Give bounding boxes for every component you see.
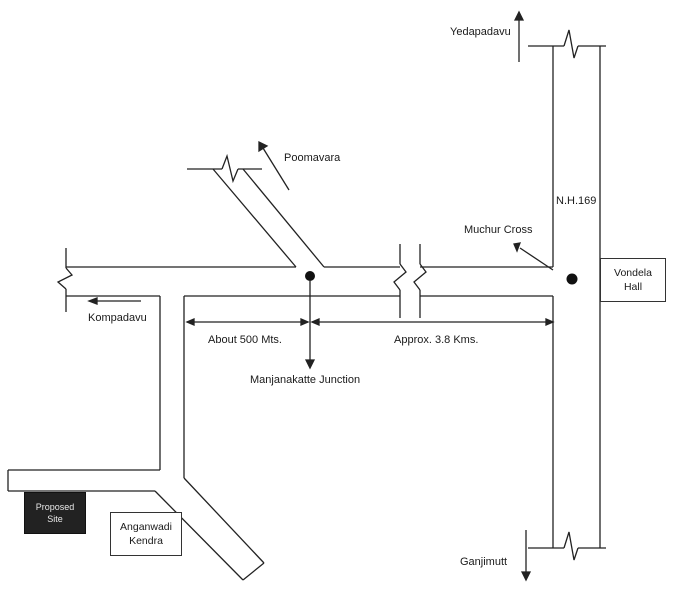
manjanakatte-dot: [305, 271, 315, 281]
anganwadi-line2: Kendra: [129, 535, 163, 547]
label-nh169: N.H.169: [556, 195, 597, 207]
anganwadi-kendra-box: Anganwadi Kendra: [110, 512, 182, 556]
vondela-hall-box: Vondela Hall: [600, 258, 666, 302]
label-about-500: About 500 Mts.: [208, 334, 282, 346]
main-road: [56, 244, 553, 318]
nh169-road: [528, 29, 606, 561]
label-kompadavu: Kompadavu: [88, 312, 147, 324]
muchur-cross-dot: [566, 273, 578, 285]
label-muchur-cross: Muchur Cross: [464, 224, 533, 236]
vondela-line1: Vondela: [614, 267, 652, 279]
proposed-line1: Proposed: [35, 502, 75, 512]
label-manjanakatte-junction: Manjanakatte Junction: [250, 374, 361, 386]
label-ganjimutt: Ganjimutt: [460, 556, 508, 568]
vondela-line2: Hall: [623, 281, 643, 293]
anganwadi-line1: Anganwadi: [120, 521, 172, 533]
poomavara-road: [187, 153, 325, 268]
label-yedapadavu: Yedapadavu: [450, 26, 511, 38]
label-poomavara: Poomavara: [284, 152, 341, 164]
site-road: [7, 296, 265, 581]
label-approx-3-8: Approx. 3.8 Kms.: [394, 334, 479, 346]
arrows: [87, 10, 555, 582]
proposed-line2: Site: [47, 514, 63, 524]
proposed-site-box: Proposed Site: [24, 492, 86, 534]
